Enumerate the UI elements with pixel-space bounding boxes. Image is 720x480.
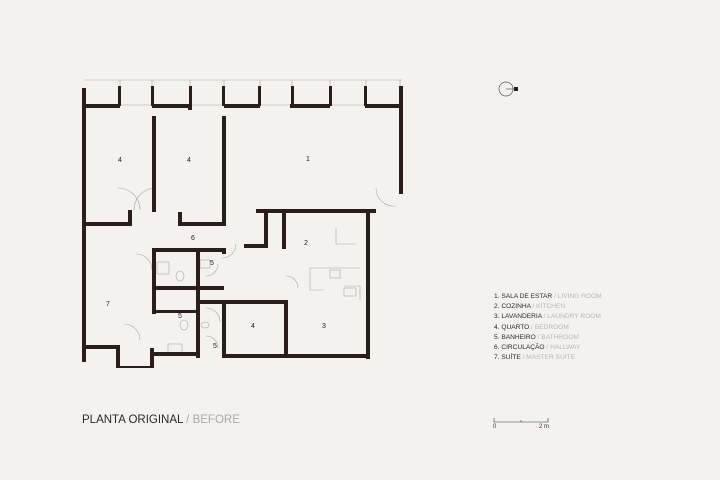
room-labels: 4 4 1 6 2 5 7 5 4 3 5 — [106, 156, 326, 350]
room-label: 4 — [187, 157, 191, 164]
legend-item: 1. SALA DE ESTAR / LIVING ROOM — [494, 292, 602, 302]
legend-item: 2. COZINHA / KITCHEN — [494, 302, 602, 312]
legend-item-en: BATHROOM — [541, 333, 579, 341]
legend-item-en: LIVING ROOM — [557, 293, 602, 300]
legend-item-pt: 6. CIRCULAÇÃO — [494, 344, 545, 352]
legend-item-separator: / — [541, 313, 548, 321]
title-sub: BEFORE — [192, 414, 240, 426]
legend-item-en: LAUNDRY ROOM — [547, 313, 601, 321]
legend-item-separator: / — [552, 293, 558, 300]
room-label: 2 — [304, 240, 308, 247]
scale-start-label: 0 — [493, 424, 497, 430]
legend-item-separator: / — [535, 333, 542, 341]
title-separator: / — [182, 414, 193, 426]
room-label: 5 — [213, 343, 217, 350]
legend-item-pt: 7. SUÍTE — [494, 354, 521, 362]
north-arrow-icon — [498, 81, 518, 97]
room-label: 7 — [106, 301, 110, 308]
room-label: 3 — [322, 323, 326, 330]
legend-item: 7. SUÍTE / MASTER SUITE — [494, 353, 602, 363]
legend-item: 5. BANHEIRO / BATHROOM — [494, 333, 602, 343]
scale-end-label: 2 m — [539, 424, 550, 430]
walls — [82, 86, 403, 368]
legend-item-en: HALLWAY — [550, 344, 581, 352]
legend-item-pt: 3. LAVANDERIA — [494, 313, 542, 321]
legend-item-en: MASTER SUITE — [526, 354, 575, 362]
plan-title: PLANTA ORIGINAL / BEFORE — [82, 414, 240, 426]
room-label: 5 — [210, 260, 214, 267]
legend-item-separator: / — [520, 354, 527, 362]
legend-item-separator: / — [529, 323, 535, 331]
legend-item: 6. CIRCULAÇÃO / HALLWAY — [494, 343, 602, 353]
legend-item-separator: / — [544, 344, 551, 352]
legend-item: 4. QUARTO / BEDROOM — [494, 323, 602, 333]
room-label: 4 — [251, 323, 255, 330]
legend-item-en: KITCHEN — [536, 303, 566, 311]
scale-bar — [493, 418, 549, 423]
room-label: 5 — [178, 313, 182, 320]
legend-item-pt: 2. COZINHA — [494, 303, 531, 311]
legend-item-pt: 5. BANHEIRO — [494, 333, 536, 341]
room-label: 6 — [191, 235, 195, 242]
legend-item-pt: 1. SALA DE ESTAR — [494, 293, 553, 300]
legend-item-en: BEDROOM — [534, 323, 569, 331]
legend-item-separator: / — [530, 303, 537, 311]
room-label: 1 — [306, 156, 310, 163]
title-main: PLANTA ORIGINAL — [82, 414, 183, 426]
legend-item-pt: 4. QUARTO — [494, 323, 530, 331]
room-label: 4 — [118, 157, 122, 164]
legend-item: 3. LAVANDERIA / LAUNDRY ROOM — [494, 312, 602, 322]
